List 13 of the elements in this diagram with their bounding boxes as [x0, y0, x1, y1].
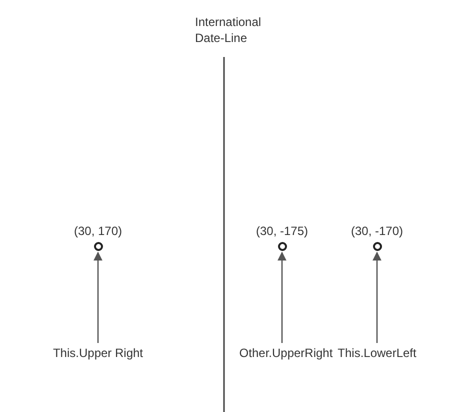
point-label: Other.UpperRight — [239, 345, 333, 361]
point-marker — [94, 242, 102, 250]
arrow — [277, 252, 287, 343]
coordinate-label: (30, -170) — [350, 223, 404, 239]
arrow — [372, 252, 382, 343]
point-label: This.LowerLeft — [338, 345, 416, 361]
point-marker — [372, 242, 382, 250]
date-line-label: International Date-Line — [195, 14, 262, 46]
point-marker — [278, 242, 286, 250]
coordinate-label: (30, -175) — [254, 223, 310, 239]
arrow — [93, 252, 103, 343]
point-label: This.Upper Right — [52, 345, 144, 361]
coordinate-label: (30, 170) — [72, 223, 124, 239]
